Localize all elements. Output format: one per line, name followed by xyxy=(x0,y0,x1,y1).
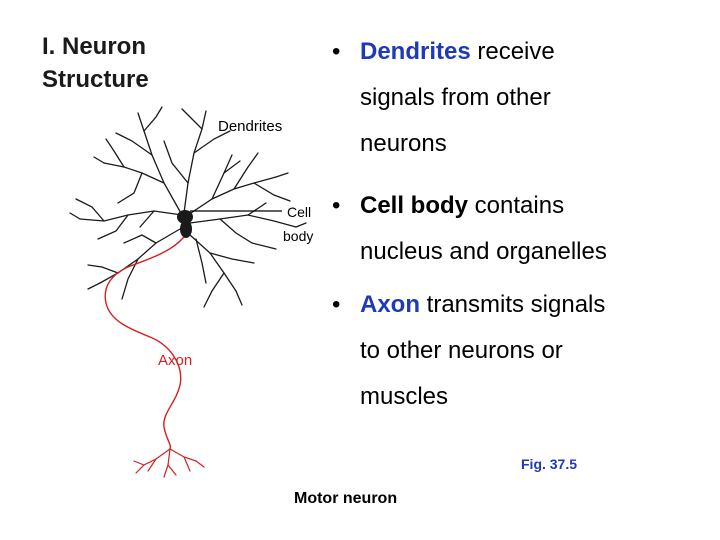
axon-label: Axon xyxy=(158,352,192,369)
bullet-axon-text: Axon transmits signals to other neurons … xyxy=(360,282,700,420)
slide-title: I. Neuron Structure xyxy=(42,30,242,96)
bullet-cell-body-line-2: nucleus and organelles xyxy=(360,238,607,265)
bullet-dendrites-line-3: neurons xyxy=(360,130,447,157)
bullet-dendrites-text: Dendrites receive signals from other neu… xyxy=(360,29,700,167)
dendrites-label: Dendrites xyxy=(218,118,282,135)
bullet-axon-line-2: to other neurons or xyxy=(360,337,563,364)
bullet-symbol: • xyxy=(332,38,341,65)
title-line-2: Structure xyxy=(42,66,149,93)
neuron-drawing: Dendrites Cell body Axon xyxy=(44,103,313,508)
bullet-axon-keyword: Axon xyxy=(360,291,420,318)
diagram-panel xyxy=(44,103,244,508)
bullet-axon-line-1: transmits signals xyxy=(420,291,606,318)
figure-reference: Fig. 37.5 xyxy=(521,456,578,472)
bullet-cell-body-line-1: contains xyxy=(468,192,565,219)
bullet-symbol: • xyxy=(332,192,341,219)
neuron-diagram: Dendrites Cell body Axon xyxy=(44,103,334,508)
cell-body-label-line-2: body xyxy=(283,228,313,244)
bullet-axon-line-3: muscles xyxy=(360,383,449,410)
bullet-symbol: • xyxy=(332,291,341,318)
cell-body xyxy=(177,210,193,238)
dendrites xyxy=(69,106,307,308)
axon-line xyxy=(104,236,185,450)
title-line-1: I. Neuron xyxy=(42,33,147,60)
bullet-cell-body-keyword: Cell body xyxy=(360,192,469,219)
figure-caption: Motor neuron xyxy=(294,490,398,507)
bullet-dendrites-keyword: Dendrites xyxy=(360,38,471,65)
bullet-dendrites-line-1: receive xyxy=(470,38,555,65)
bullet-dendrites-line-2: signals from other xyxy=(360,84,551,111)
cell-body-label-line-1: Cell xyxy=(287,204,311,220)
axon-terminals xyxy=(133,448,205,478)
bullet-cell-body-text: Cell body contains nucleus and organelle… xyxy=(360,183,700,275)
